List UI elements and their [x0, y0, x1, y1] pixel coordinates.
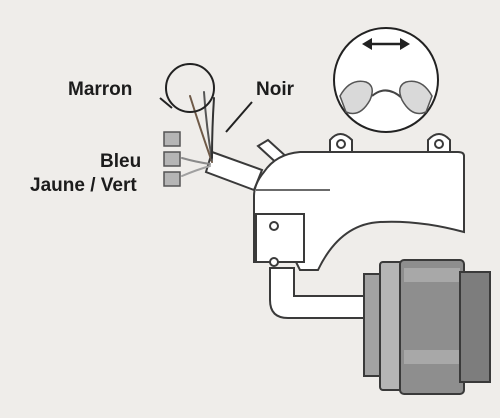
label-bleu: Bleu [100, 151, 142, 172]
terminal-blocks [163, 131, 181, 187]
wires [181, 91, 215, 177]
double-arrow-icon [362, 38, 410, 50]
wire-strip-detail-icon [333, 27, 439, 133]
connector-plug [269, 259, 491, 395]
wire-zoom-circle [165, 63, 215, 113]
label-marron: Marron [68, 79, 133, 100]
terminal-top [163, 131, 181, 147]
label-jaune-vert: Jaune / Vert [30, 175, 137, 196]
device-housing [253, 133, 465, 271]
terminal-bleu [163, 151, 181, 167]
terminal-jaune-vert [163, 171, 181, 187]
label-noir: Noir [256, 79, 294, 100]
cable-sheath [204, 150, 264, 192]
